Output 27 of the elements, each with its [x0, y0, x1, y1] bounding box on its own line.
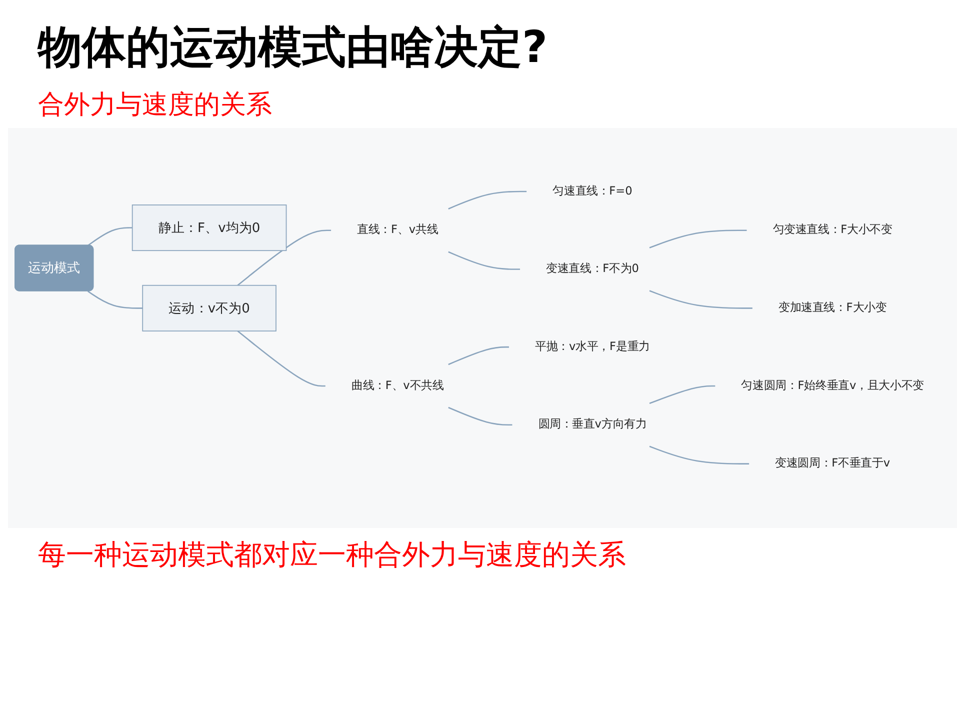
connector — [87, 291, 143, 310]
connector — [448, 252, 520, 270]
connector — [448, 191, 527, 210]
node-text: 曲线：F、v不共线 — [351, 380, 444, 393]
node-text: 变加速直线：F大小变 — [778, 302, 887, 315]
connector — [448, 407, 512, 426]
connector — [237, 230, 332, 286]
connector — [649, 230, 747, 249]
node-box: 静止：F、v均为0 — [132, 204, 287, 252]
node-text: 圆周：垂直v方向有力 — [538, 418, 647, 432]
connector — [649, 386, 716, 404]
node-text: 变速直线：F不为0 — [546, 262, 639, 276]
connector — [237, 330, 326, 387]
node-box: 运动：v不为0 — [142, 285, 276, 332]
node-text: 匀变速直线：F大小不变 — [772, 224, 892, 238]
connector — [649, 446, 750, 465]
connector — [649, 290, 752, 310]
connector — [87, 227, 132, 246]
node-text: 变速圆周：F不垂直于v — [775, 457, 890, 470]
title: 物体的运动模式由啥决定? — [38, 21, 548, 75]
node-text: 平抛：v水平，F是重力 — [535, 340, 650, 354]
subtitle: 合外力与速度的关系 — [38, 89, 272, 122]
node-text: 直线：F、v共线 — [357, 224, 438, 238]
node-text: 匀速直线：F=0 — [552, 185, 632, 198]
connector — [448, 346, 509, 366]
node-text: 匀速圆周：F始终垂直v，且大小不变 — [741, 380, 924, 393]
caption: 每一种运动模式都对应一种合外力与速度的关系 — [38, 537, 626, 573]
